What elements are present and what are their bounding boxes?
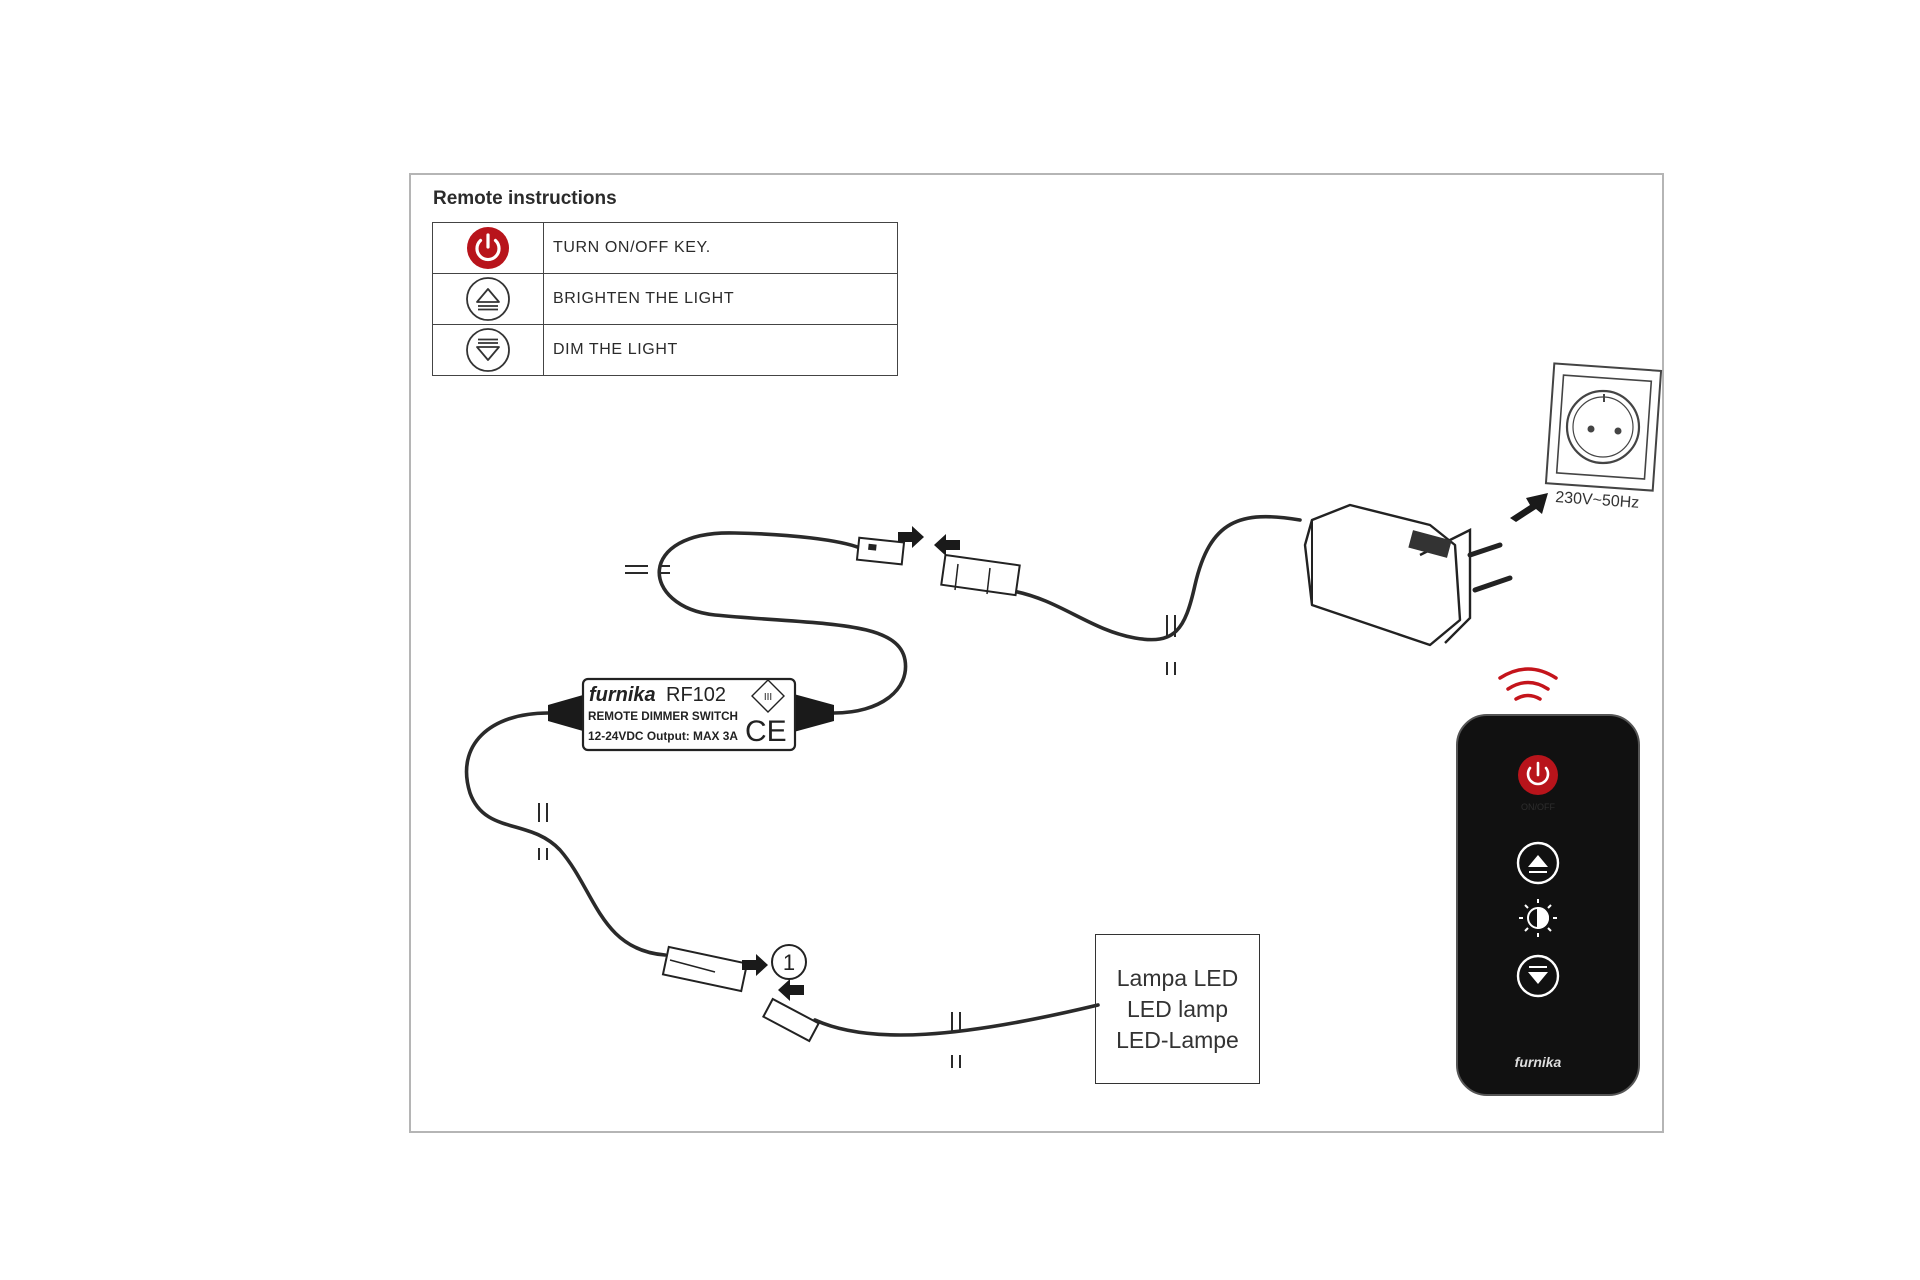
remote-brand: furnika: [1515, 1054, 1562, 1070]
dimmer-module: furnika RF102 III REMOTE DIMMER SWITCH 1…: [548, 677, 834, 752]
dimmer-brand: furnika: [589, 684, 656, 706]
legend-text-brighten: BRIGHTEN THE LIGHT: [543, 273, 898, 325]
lamp-label-de: LED-Lampe: [1116, 1026, 1239, 1053]
top-connector-pair: [855, 526, 1021, 597]
step-marker-label: 1: [783, 950, 795, 975]
wall-socket: 230V~50Hz: [1544, 362, 1663, 512]
dimmer-class-mark: III: [764, 692, 772, 703]
remote-dim-button: [1516, 954, 1560, 998]
arrow-up-right-icon: [1510, 493, 1548, 522]
cable-dimmer-to-bottom-connector: [464, 711, 667, 957]
socket-voltage-label: 230V~50Hz: [1555, 489, 1640, 512]
ce-mark: CE: [745, 715, 787, 748]
step-marker-circle: [771, 944, 807, 980]
remote-power-label: ON/OFF: [1521, 802, 1555, 812]
brightness-icon: [1519, 899, 1557, 937]
led-lamp-box: Lampa LED LED lamp LED-Lampe: [1095, 934, 1260, 1084]
dimmer-model: RF102: [666, 684, 726, 706]
legend-row-power: TURN ON/OFF KEY.: [432, 222, 898, 274]
remote-legend-table: TURN ON/OFF KEY. BRIGHTEN THE LIGHT DIM …: [432, 222, 898, 376]
cable-break-marks: [538, 565, 1176, 1068]
brighten-icon: [466, 277, 510, 321]
lamp-label-en: LED lamp: [1127, 995, 1228, 1022]
wireless-signal-icon: [1498, 667, 1558, 701]
legend-text-power: TURN ON/OFF KEY.: [543, 222, 898, 274]
sheet-title: Remote instructions: [433, 188, 617, 209]
dimmer-line1: REMOTE DIMMER SWITCH: [588, 711, 738, 723]
remote-control: ON/OFF furnika: [1456, 667, 1640, 1096]
legend-row-brighten: BRIGHTEN THE LIGHT: [432, 273, 898, 325]
cable-adapter-to-connector: [1011, 514, 1302, 642]
power-icon: [467, 227, 509, 269]
legend-text-dim: DIM THE LIGHT: [543, 324, 898, 376]
arrow-left-icon: [934, 534, 960, 556]
arrow-right-icon: [898, 526, 924, 548]
dimmer-line2: 12-24VDC Output: MAX 3A: [588, 729, 738, 743]
bottom-connector-pair: 1: [661, 944, 821, 1043]
cable-dimmer-to-top-connector: [657, 531, 908, 715]
dim-icon: [466, 328, 510, 372]
instruction-sheet-frame: [409, 173, 1664, 1133]
power-adapter: [1303, 493, 1548, 647]
legend-row-dim: DIM THE LIGHT: [432, 324, 898, 376]
arrow-right-icon: [742, 954, 768, 976]
remote-brighten-button: [1516, 841, 1560, 885]
lamp-label-pl: Lampa LED: [1116, 964, 1239, 991]
cable-lamp-to-connector: [813, 1003, 1100, 1037]
arrow-left-icon: [778, 979, 804, 1001]
